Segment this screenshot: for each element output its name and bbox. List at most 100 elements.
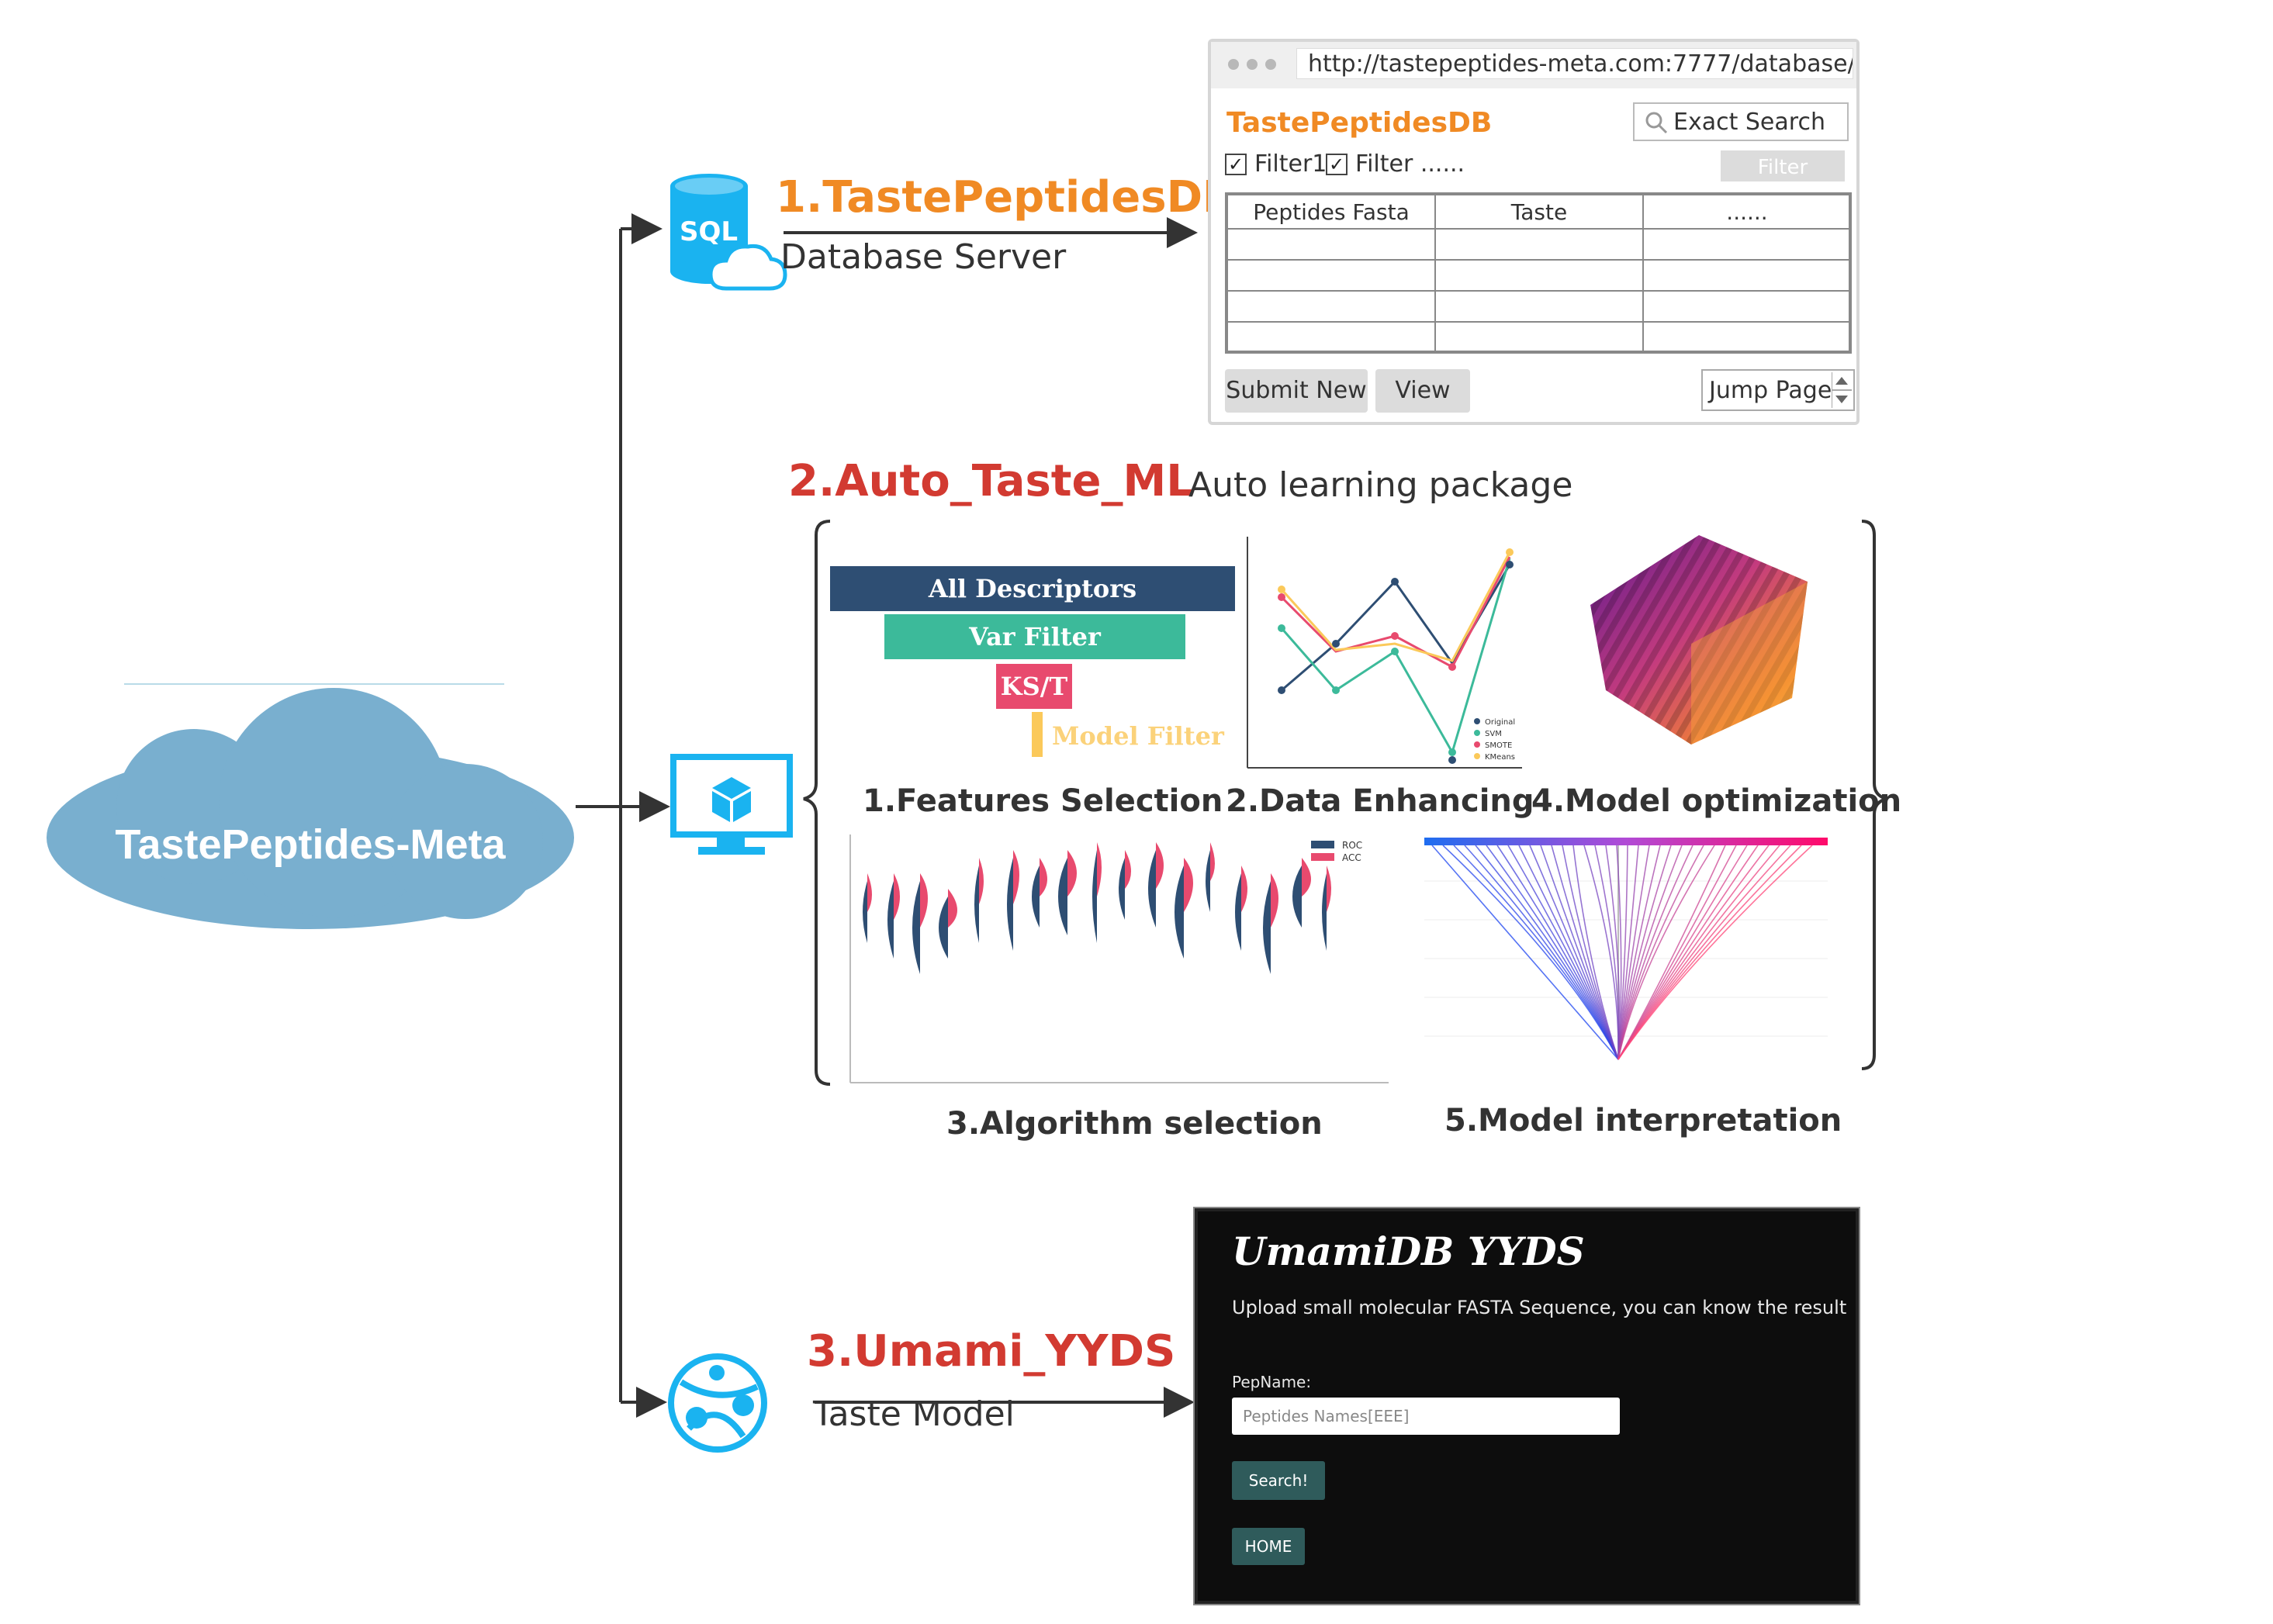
optimization-3d-plot [1590,535,1808,745]
legend-roc: ROC [1342,840,1362,851]
violin-acc [1040,858,1047,897]
violin-roc [974,866,979,943]
decision-line [1617,845,1780,1060]
window-dot-icon [1265,59,1276,70]
decision-line [1572,845,1619,1060]
violin-roc [1206,850,1210,912]
violin-roc [887,881,894,959]
section2-subtitle: Auto learning package [1188,465,1573,505]
filter1-label: Filter1 [1254,150,1327,178]
home-button[interactable]: HOME [1232,1528,1305,1565]
violin-acc [1097,842,1102,897]
search-button[interactable]: Search! [1232,1461,1325,1500]
section1-subtitle: Database Server [780,237,1067,277]
features-caption: 1.Features Selection [863,783,1223,819]
violin-acc [894,873,900,920]
interpretation-decision-plot [1424,838,1828,1060]
legend-original: Original [1485,718,1515,727]
violin-acc [1013,850,1019,904]
violin-roc [1263,881,1271,974]
decision-line [1617,845,1715,1060]
submit-new-button[interactable]: Submit New [1225,369,1368,413]
sql-database-icon: SQL [670,174,787,291]
decision-line [1464,845,1619,1060]
legend-smote: SMOTE [1485,741,1512,750]
decision-line [1617,845,1726,1060]
filter2-label: Filter ...... [1355,150,1465,178]
search-icon [1645,112,1668,134]
column-header: ...... [1726,199,1768,225]
stepper-arrows-icon[interactable] [1832,372,1852,408]
violin-roc [1032,866,1040,928]
view-button[interactable]: View [1375,369,1470,413]
decision-line [1431,845,1619,1060]
data-enhancing-plot: Original SVM SMOTE KMeans [1247,537,1522,769]
browser-toolbar: http://tastepeptides-meta.com:7777/datab… [1211,42,1856,88]
monitor-cube-icon [670,754,793,855]
violin-roc [1235,873,1241,951]
filter1-checkbox[interactable]: ✓ [1225,154,1247,175]
decision-line [1617,845,1802,1060]
funnel-kst: KS/T [996,664,1072,709]
violin-roc [1322,873,1327,951]
pepname-label: PepName: [1232,1373,1312,1391]
umami-description: Upload small molecular FASTA Sequence, y… [1232,1297,1847,1318]
violin-acc [1271,873,1278,928]
column-header: Peptides Fasta [1253,199,1410,225]
optimization-caption: 4.Model optimization [1531,783,1902,819]
violin-acc [1125,850,1131,889]
section2-title: 2.Auto_Taste_ML [788,456,1194,506]
section3-title: 3.Umami_YYDS [807,1326,1176,1377]
funnel-var-filter: Var Filter [884,614,1185,659]
search-label: Exact Search [1673,109,1825,136]
jump-page-stepper[interactable]: Jump Page [1701,369,1855,411]
filter-button[interactable]: Filter [1721,150,1845,181]
violin-roc [1092,850,1097,943]
peptides-table: Peptides Fasta Taste ...... [1225,192,1852,354]
violin-acc [979,858,984,904]
violin-roc [863,881,867,943]
decision-line [1475,845,1619,1060]
violin-acc [1210,842,1215,881]
violin-acc [1184,858,1193,912]
legend-kmeans: KMeans [1485,753,1515,762]
violin-roc [1007,858,1013,951]
database-browser-window: http://tastepeptides-meta.com:7777/datab… [1208,39,1860,425]
violin-acc [1067,850,1077,897]
algorithm-violin-plot: ROC ACC [849,834,1389,1083]
violin-roc [912,881,920,974]
umami-title: UmamiDB YYDS [1232,1228,1585,1274]
violin-acc [920,873,928,928]
enhancing-caption: 2.Data Enhancing [1226,783,1534,819]
decision-line [1529,845,1619,1060]
window-dot-icon [1228,59,1239,70]
exact-search-input[interactable]: Exact Search [1633,102,1849,141]
interpretation-caption: 5.Model interpretation [1444,1103,1842,1139]
svg-text:SQL: SQL [680,216,738,247]
column-header: Taste [1510,199,1568,225]
umami-web-app: UmamiDB YYDS Upload small molecular FAST… [1193,1207,1860,1605]
address-bar[interactable]: http://tastepeptides-meta.com:7777/datab… [1296,48,1853,79]
violin-acc [1156,842,1164,889]
decision-line [1617,845,1683,1060]
violin-roc [939,897,948,959]
pepname-input[interactable]: Peptides Names[EEE] [1232,1398,1620,1435]
globe-network-icon [668,1353,767,1453]
jump-page-label: Jump Page [1709,377,1832,404]
legend-acc: ACC [1342,852,1361,863]
window-dot-icon [1247,59,1258,70]
db-brand: TastePeptidesDB [1226,107,1493,139]
section3-subtitle: Taste Model [813,1394,1015,1434]
funnel-all-descriptors: All Descriptors [830,566,1235,611]
violin-roc [1148,850,1156,928]
violin-acc [948,889,957,928]
right-brace [1861,520,1887,1070]
violin-roc [1058,858,1067,935]
funnel-model-filter-label: Model Filter [1052,721,1224,751]
legend-svm: SVM [1485,730,1502,738]
filter2-checkbox[interactable]: ✓ [1326,154,1348,175]
violin-roc [1175,866,1184,959]
funnel-model-filter-bar [1032,712,1043,757]
violin-roc [1119,858,1125,920]
